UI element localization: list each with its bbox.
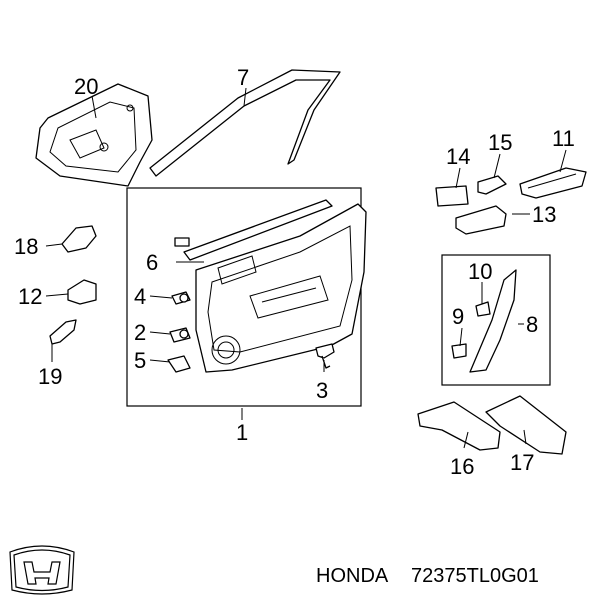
- callout-4: 4: [134, 284, 146, 309]
- honda-h-logo-icon: [9, 545, 75, 595]
- part-20-inner-panel: [35, 83, 153, 187]
- part-number-label: 72375TL0G01: [411, 565, 539, 587]
- part-6-weatherstrip: [174, 199, 333, 261]
- callout-7: 7: [237, 65, 249, 90]
- callout-12: 12: [18, 284, 42, 309]
- part-2-clip: [169, 327, 191, 343]
- callout-3: 3: [316, 378, 328, 403]
- leader-lines: [45, 87, 567, 449]
- callout-2: 2: [134, 320, 146, 345]
- callout-10: 10: [468, 259, 492, 284]
- callout-20: 20: [74, 74, 98, 99]
- part-18-bracket: [61, 225, 97, 253]
- callout-1: 1: [236, 420, 248, 445]
- part-15-cap: [477, 175, 507, 195]
- callout-14: 14: [446, 144, 470, 169]
- callout-19: 19: [38, 364, 62, 389]
- callout-5: 5: [134, 348, 146, 373]
- part-9-clip: [451, 343, 467, 359]
- callout-6: 6: [146, 250, 158, 275]
- callout-9: 9: [452, 304, 464, 329]
- part-8-trim: [469, 269, 517, 373]
- brand-label: HONDA: [316, 565, 389, 587]
- part-11-armrest: [519, 167, 587, 199]
- callout-15: 15: [488, 130, 512, 155]
- part-19-bracket: [49, 319, 77, 345]
- part-1-frame: [126, 187, 362, 407]
- callout-16: 16: [450, 454, 474, 479]
- part-8-frame: [441, 254, 551, 386]
- callout-11: 11: [552, 126, 575, 151]
- part-5-clip: [167, 355, 191, 373]
- callout-17: 17: [510, 450, 534, 475]
- part-3-screw: [315, 343, 335, 369]
- part-13-bracket: [455, 205, 507, 235]
- part-10-clip: [475, 301, 491, 317]
- part-12-switch: [67, 279, 97, 305]
- callout-18: 18: [14, 234, 38, 259]
- part-17-trim: [485, 395, 567, 455]
- part-14-cap: [435, 185, 469, 207]
- callout-13: 13: [532, 202, 556, 227]
- callout-8: 8: [526, 312, 538, 337]
- part-4-clip: [171, 291, 191, 305]
- part-1-door-trim: [195, 203, 367, 373]
- part-16-trim: [417, 401, 501, 451]
